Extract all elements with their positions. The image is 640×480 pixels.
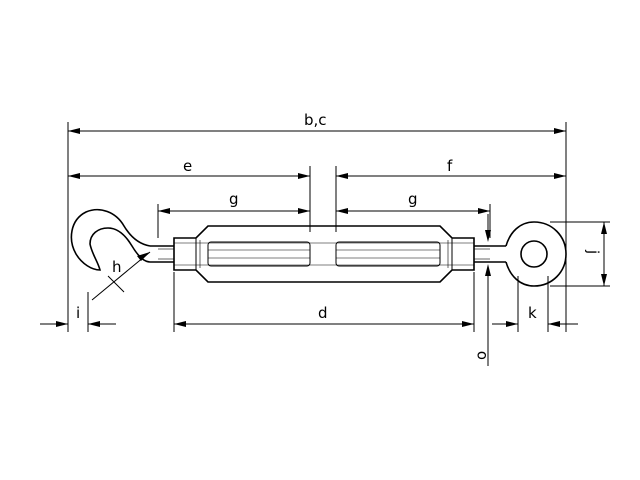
dimension-g-left <box>158 208 310 214</box>
dimension-d <box>174 321 474 327</box>
hook-end <box>70 208 174 271</box>
label-j: j <box>584 249 602 254</box>
dimension-k <box>492 321 578 327</box>
dimension-f <box>336 173 566 179</box>
label-k: k <box>528 304 537 322</box>
extension-lines <box>67 122 610 332</box>
dimension-b-c <box>68 128 566 134</box>
dimension-h <box>91 251 151 301</box>
dimension-i <box>40 321 116 327</box>
turnbuckle-body <box>173 225 475 283</box>
label-g-left: g <box>229 190 239 208</box>
label-e: e <box>183 157 192 175</box>
dimension-o <box>485 214 491 366</box>
dimension-g-right <box>336 208 490 214</box>
label-o: o <box>472 351 490 360</box>
label-b-c: b,c <box>304 111 327 129</box>
dimension-j <box>601 222 607 286</box>
label-h: h <box>112 258 122 276</box>
eye-end <box>474 221 567 287</box>
dimension-e <box>68 173 310 179</box>
label-i: i <box>76 304 80 322</box>
label-f: f <box>447 157 453 175</box>
label-d: d <box>318 304 328 322</box>
label-g-right: g <box>408 190 418 208</box>
